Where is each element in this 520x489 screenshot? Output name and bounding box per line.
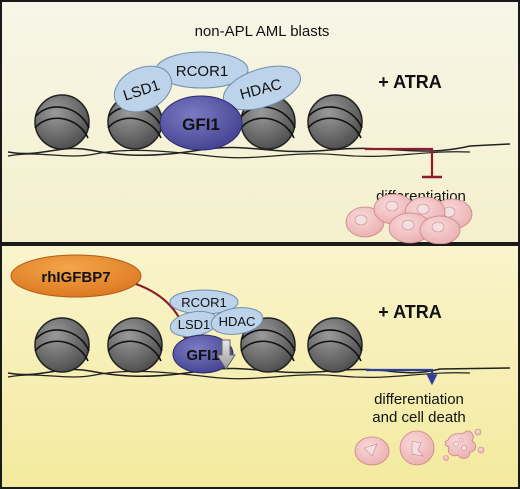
gfi1-protein: GFI1: [172, 334, 234, 374]
apoptotic-cells: [354, 428, 485, 466]
cell: [399, 430, 435, 466]
nucleosome: [34, 94, 90, 150]
cell-fragments: [443, 428, 485, 461]
svg-text:LSD1: LSD1: [178, 317, 211, 332]
gfi1-protein: GFI1: [159, 95, 243, 151]
rcor1-protein: RCOR1: [155, 51, 249, 89]
nucleosome: [240, 317, 296, 373]
svg-text:GFI1: GFI1: [186, 347, 219, 364]
dna-strand-top-2: [7, 149, 471, 159]
top-panel-title: non-APL AML blasts: [195, 23, 330, 40]
hdac-protein: HDAC: [223, 65, 301, 111]
top-panel: non-APL AML blasts RCOR1: [0, 0, 520, 245]
hdac-protein: HDAC: [210, 307, 264, 335]
cell: [388, 212, 432, 244]
cell: [345, 206, 385, 238]
cell: [354, 436, 390, 466]
svg-text:GFI1: GFI1: [182, 115, 220, 134]
svg-text:HDAC: HDAC: [219, 314, 256, 329]
top-treatment-label: + ATRA: [378, 72, 442, 92]
nucleosome: [107, 317, 163, 373]
differentiated-cells: [345, 193, 473, 245]
lsd1-protein: LSD1: [113, 65, 173, 113]
rhigfbp7-protein: rhIGFBP7: [10, 254, 142, 298]
svg-text:RCOR1: RCOR1: [176, 63, 229, 80]
nucleosome: [307, 317, 363, 373]
inhibition-arrow: [365, 147, 434, 176]
nucleosome: [34, 317, 90, 373]
bottom-outcome-label-line2: and cell death: [372, 409, 465, 426]
bottom-outcome-label-line1: differentiation: [374, 391, 464, 408]
dna-strand-bottom-2: [7, 370, 471, 380]
svg-text:rhIGFBP7: rhIGFBP7: [41, 269, 110, 286]
svg-text:RCOR1: RCOR1: [181, 295, 227, 310]
nucleosome: [307, 94, 363, 150]
bottom-panel: rhIGFBP7 RCOR1: [0, 244, 520, 489]
decrease-arrow-icon: [216, 339, 236, 370]
bottom-treatment-label: + ATRA: [378, 302, 442, 322]
lsd1-protein: LSD1: [169, 310, 219, 338]
promotion-arrow: [366, 368, 438, 386]
cell: [419, 215, 461, 245]
